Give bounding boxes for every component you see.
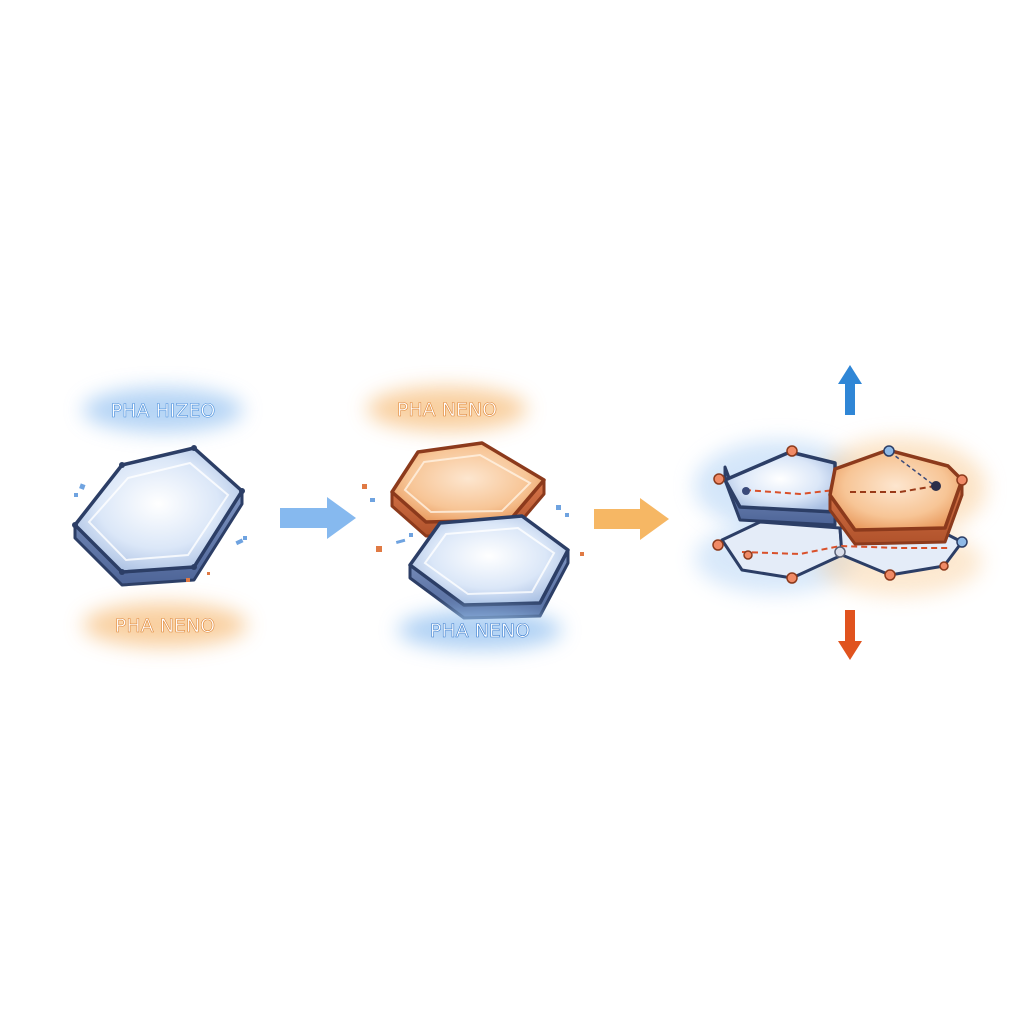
stage1-bottom-label-text: PHA NENO	[115, 615, 215, 637]
up-arrow-blue-icon	[838, 365, 862, 415]
blue-plate	[72, 445, 245, 587]
down-arrow-orange-icon	[838, 610, 862, 660]
stage1-particles	[74, 483, 247, 582]
stage-3	[694, 365, 986, 660]
atom-nodes	[712, 445, 968, 584]
stage2-bottom-label-text: PHA NENO	[430, 620, 530, 642]
stage2-bottom-label: PHA NENO	[398, 610, 562, 650]
stage2-top-label-text: PHA NENO	[397, 399, 497, 421]
stage-1: PHA HIZEO PHA NENO	[72, 388, 247, 647]
stage-2: PHA NENO PHA NENO	[362, 387, 584, 650]
stage1-top-label-text: PHA HIZEO	[111, 400, 216, 422]
stage2-top-label: PHA NENO	[367, 387, 527, 431]
stage2-particles	[362, 484, 584, 556]
orange-plate-stacked	[828, 448, 964, 546]
stage1-bottom-label: PHA NENO	[83, 603, 247, 647]
stage1-top-label: PHA HIZEO	[83, 388, 243, 432]
right-arrow-orange-icon	[594, 498, 669, 540]
right-arrow-blue-icon	[280, 497, 356, 539]
blue-plate-front	[408, 514, 570, 620]
